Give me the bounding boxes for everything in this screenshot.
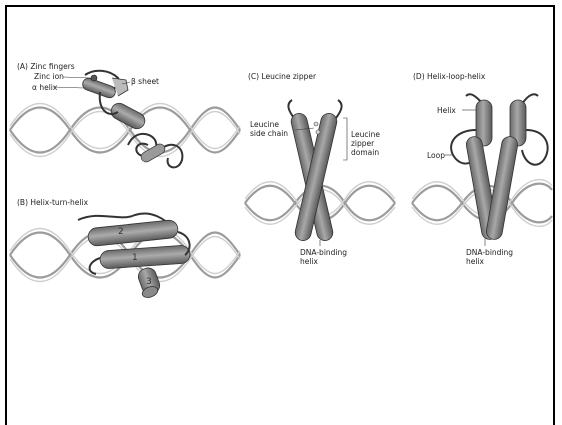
zinc-ion-label: Zinc ion [34, 72, 64, 81]
panel-a-title: (A) Zinc fingers [17, 62, 75, 71]
helix-loop-helix-protein [451, 94, 548, 240]
dna-binding-helix-label-c: DNA-binding helix [300, 248, 347, 266]
leucine-zipper-protein [288, 100, 341, 242]
alpha-helix-label: α helix [32, 83, 57, 92]
loop-label: Loop [427, 151, 445, 160]
panel-c-title: (C) Leucine zipper [248, 72, 316, 81]
helix-label: Helix [437, 106, 456, 115]
panel-d-title: (D) Helix-loop-helix [413, 72, 485, 81]
leucine-zipper-domain-label: Leucine zipper domain [351, 130, 380, 157]
helix-number-3: 3 [146, 277, 152, 287]
helix-number-1: 1 [132, 253, 138, 263]
beta-sheet-label: β sheet [131, 77, 159, 86]
helix-number-2: 2 [118, 227, 124, 237]
dna-binding-helix-label-d: DNA-binding helix [466, 248, 513, 266]
leucine-side-chain-label: Leucine side chain [250, 120, 288, 138]
panel-b-title: (B) Helix-turn-helix [17, 198, 88, 207]
